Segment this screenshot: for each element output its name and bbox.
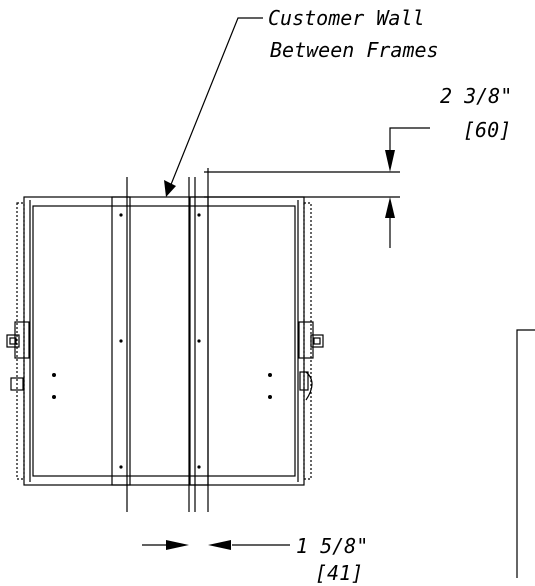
right-edge-bracket — [516, 329, 535, 578]
wall-note-line2: Between Frames — [270, 38, 439, 62]
wall-callout — [167, 17, 263, 193]
wall-leader-line — [167, 17, 263, 193]
right-latch — [299, 371, 309, 391]
right-bracket-knob — [310, 334, 324, 348]
top-dim-arrow-down — [385, 150, 395, 172]
post-left — [111, 196, 131, 486]
right-edge-strip — [303, 202, 312, 480]
frame-outer — [23, 196, 305, 486]
wall-note-line1: Customer Wall — [268, 6, 425, 30]
right-bracket-knob-inner — [313, 337, 321, 345]
left-edge-strip — [16, 202, 25, 480]
left-bracket-plate — [14, 321, 30, 359]
top-dim-inches: 2 3/8" — [440, 84, 512, 108]
right-bracket-plate — [298, 321, 314, 359]
left-latch — [10, 377, 24, 391]
bottom-dim-mm: [41] — [315, 561, 363, 585]
top-dim-leader — [389, 127, 430, 150]
bottom-dim-arrow-left — [208, 540, 231, 550]
top-dim-mm: [60] — [463, 118, 511, 142]
bottom-dim-inches: 1 5/8" — [296, 534, 368, 558]
frame-inner — [32, 205, 296, 477]
top-dim-arrow-up — [385, 197, 395, 218]
wall-leader-arrowhead — [164, 180, 176, 197]
top-dimension — [204, 127, 430, 248]
left-bracket-knob — [6, 334, 20, 348]
bottom-dim-arrow-right — [166, 540, 189, 550]
left-bracket-knob-inner — [9, 337, 17, 345]
right-latch-lever — [305, 371, 313, 401]
frame-body — [6, 168, 324, 512]
rivet-dots — [52, 213, 272, 469]
